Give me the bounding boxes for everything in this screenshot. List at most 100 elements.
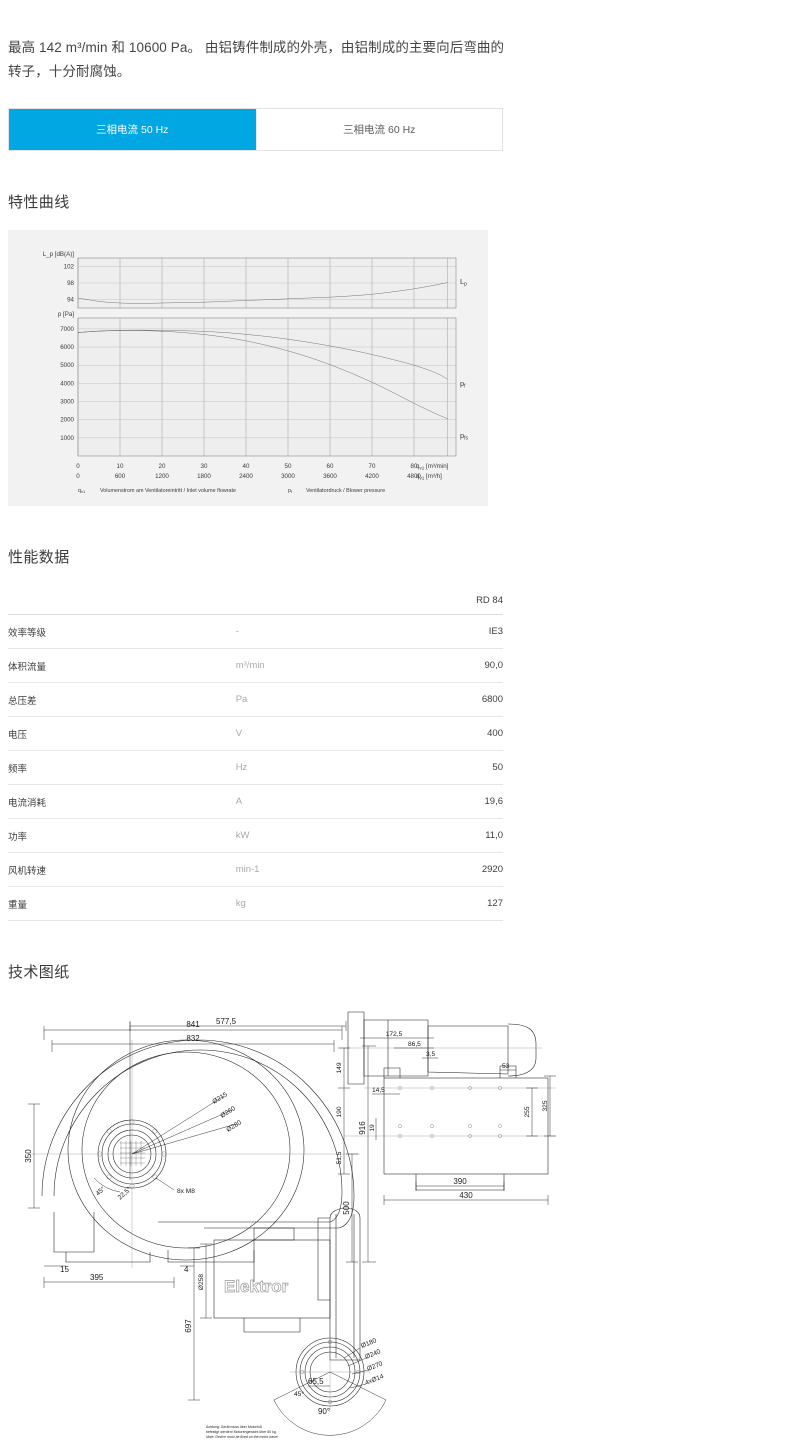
svg-text:600: 600 <box>115 473 126 480</box>
ylabel-pressure: p [Pa] <box>58 311 74 318</box>
dim-255: 255 <box>524 1106 531 1117</box>
svg-text:5000: 5000 <box>60 362 74 369</box>
svg-text:20: 20 <box>159 463 166 470</box>
performance-section-title: 性能数据 <box>8 548 70 566</box>
dim-390: 390 <box>453 1177 467 1186</box>
note-en-line1: Note: Device must be fixed on the motor … <box>206 1435 278 1439</box>
dim-dia-240: Ø240 <box>364 1348 382 1361</box>
ylabel-sound-pressure: L_p [dB(A)] <box>43 251 75 258</box>
svg-text:3000: 3000 <box>60 398 74 405</box>
svg-text:3000: 3000 <box>281 473 295 480</box>
row-label: 频率 <box>8 750 236 785</box>
curve-label-pf: pf <box>460 379 466 390</box>
product-detail-page: 最高 142 m³/min 和 10600 Pa。 由铝铸件制成的外壳，由铝制成… <box>0 14 800 1440</box>
row-value: 50 <box>384 750 503 785</box>
svg-text:7000: 7000 <box>60 325 74 332</box>
dim-bolts-8xm8: 8x M8 <box>177 1188 195 1195</box>
svg-text:30: 30 <box>201 463 208 470</box>
dim-3-5: 3,5 <box>426 1051 435 1058</box>
note-de-line1: Achtung: Gerät muss über Motorfuß <box>206 1425 262 1429</box>
header-model: RD 84 <box>384 584 503 615</box>
dim-dia-260: Ø260 <box>219 1105 237 1120</box>
svg-text:102: 102 <box>64 263 75 270</box>
dim-350: 350 <box>24 1148 33 1162</box>
dim-holes-4x14: 4xØ14 <box>364 1372 385 1386</box>
dim-19: 19 <box>369 1124 376 1132</box>
svg-text:1000: 1000 <box>60 434 74 441</box>
curve-sound-pressure <box>77 281 448 304</box>
row-value: 11,0 <box>384 818 503 853</box>
svg-text:1800: 1800 <box>197 473 211 480</box>
header-label <box>8 584 236 615</box>
dim-65-5: 65,5 <box>308 1377 324 1386</box>
svg-text:2400: 2400 <box>239 473 253 480</box>
row-unit: kW <box>235 818 385 853</box>
svg-text:4000: 4000 <box>60 380 74 387</box>
dim-15: 15 <box>60 1265 69 1274</box>
dim-angle-90: 90° <box>318 1407 330 1416</box>
row-value: 19,6 <box>384 784 503 819</box>
tab-three-phase-50hz[interactable]: 三相电流 50 Hz <box>9 108 256 150</box>
svg-text:2000: 2000 <box>60 416 74 423</box>
row-unit: Hz <box>235 750 385 785</box>
row-value: 127 <box>384 886 503 921</box>
technical-drawings: Ø215 Ø260 Ø280 8x M8 45° 22,5° 841 <box>8 1000 798 1440</box>
row-label: 重量 <box>8 886 236 921</box>
row-unit: min-1 <box>235 852 385 887</box>
svg-text:0: 0 <box>76 473 80 480</box>
dim-149: 149 <box>336 1062 343 1073</box>
dim-dia-215: Ø215 <box>211 1091 229 1106</box>
dim-430: 430 <box>459 1191 473 1200</box>
svg-text:80: 80 <box>411 463 418 470</box>
dim-14-5: 14,5 <box>372 1087 385 1094</box>
xlabel-primary: qv1 [m³/min] <box>416 463 449 470</box>
row-unit: - <box>235 614 385 649</box>
dim-395: 395 <box>90 1273 104 1282</box>
note-de-line2: befestigt werden! Motorengewicht über 60… <box>206 1430 277 1434</box>
row-label: 体积流量 <box>8 648 236 683</box>
row-unit: kg <box>235 886 385 921</box>
brand-elektror: Elektror <box>224 1277 289 1296</box>
row-label: 风机转速 <box>8 852 236 887</box>
xlabel-secondary: qv1 [m³/h] <box>416 473 442 480</box>
row-unit: m³/min <box>235 648 385 683</box>
dim-angle-45-bottom: 45° <box>294 1390 304 1398</box>
row-label: 效率等级 <box>8 614 236 649</box>
frequency-tabs: 三相电流 50 Hz 三相电流 60 Hz <box>8 107 503 151</box>
svg-text:1200: 1200 <box>155 473 169 480</box>
dim-577-5: 577,5 <box>216 1017 237 1026</box>
svg-text:70: 70 <box>369 463 376 470</box>
svg-text:0: 0 <box>76 463 80 470</box>
tab-three-phase-60hz[interactable]: 三相电流 60 Hz <box>255 108 503 150</box>
drawings-svg: Ø215 Ø260 Ø280 8x M8 45° 22,5° 841 <box>24 1011 556 1439</box>
section-view-drawing: Elektror <box>129 1017 438 1439</box>
row-unit: Pa <box>235 682 385 717</box>
row-unit: V <box>235 716 385 751</box>
curve-label-lp: Lp <box>460 277 467 288</box>
drawings-section-title: 技术图纸 <box>8 963 70 981</box>
svg-text:3600: 3600 <box>323 473 337 480</box>
dim-172-5: 172,5 <box>386 1031 403 1038</box>
svg-text:6000: 6000 <box>60 344 74 351</box>
row-label: 总压差 <box>8 682 236 717</box>
table-row: 效率等级-IE3 <box>8 614 503 649</box>
svg-text:60: 60 <box>327 463 334 470</box>
dim-325: 325 <box>542 1100 549 1111</box>
legend-text-pf: Ventilatordruck / Blower pressure <box>306 488 385 494</box>
curve-section-title: 特性曲线 <box>8 193 70 211</box>
svg-text:40: 40 <box>243 463 250 470</box>
legend-symbol-qv1: qv1 <box>78 488 86 494</box>
row-value: 90,0 <box>384 648 503 683</box>
legend-text-qv1: Volumenstrom am Ventilatoreintritt / Inl… <box>100 488 236 494</box>
row-value: 6800 <box>384 682 503 717</box>
dim-190: 190 <box>336 1106 343 1117</box>
dim-dia-180: Ø180 <box>360 1337 378 1350</box>
dim-4: 4 <box>184 1265 189 1274</box>
